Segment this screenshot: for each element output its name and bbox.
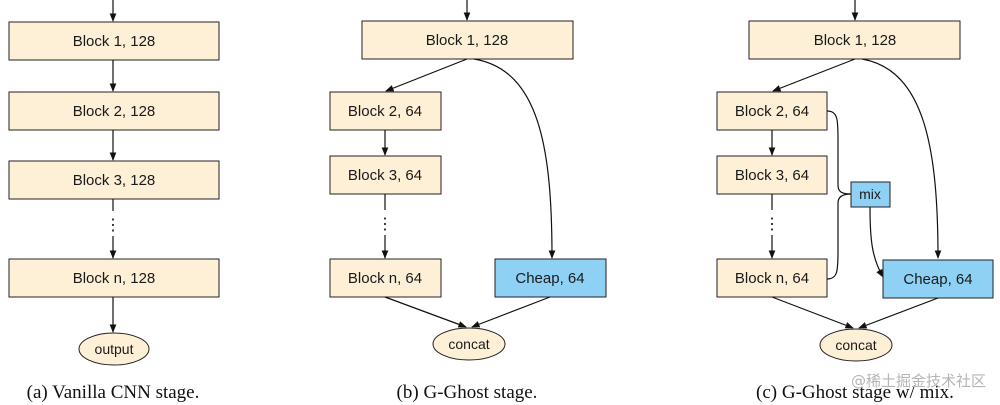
block-1-label: Block 1, 128: [73, 33, 156, 50]
watermark: @稀土掘金技术社区: [851, 372, 986, 390]
concat-label: concat: [835, 337, 876, 353]
block-2: Block 2, 64: [329, 91, 442, 131]
edge-cheap-to-concat: [471, 296, 551, 328]
cheap-label: Cheap, 64: [903, 271, 972, 288]
edge-blockn-to-mix: [826, 193, 852, 280]
concat-label: concat: [448, 336, 489, 352]
block-1-label: Block 1, 128: [814, 32, 897, 49]
caption-b: (b) G-Ghost stage.: [397, 382, 538, 403]
edge-block1-to-block2: [385, 58, 468, 92]
block-2: Block 2, 64: [716, 91, 828, 131]
caption-a: (a) Vanilla CNN stage.: [27, 382, 200, 403]
panel-b-g-ghost: Block 1, 128 Block 2, 64 Block 3, 64 ⋮ B…: [329, 0, 607, 403]
edge-block2-to-mix: [826, 110, 852, 195]
cheap-op: Cheap, 64: [494, 258, 607, 298]
block-2-label: Block 2, 128: [73, 103, 156, 120]
block-3-label: Block 3, 128: [73, 172, 156, 189]
edge-cheap-to-concat: [858, 297, 939, 329]
block-2-label: Block 2, 64: [735, 103, 809, 120]
block-n-label: Block n, 64: [735, 270, 809, 287]
block-n: Block n, 64: [329, 258, 442, 298]
block-3-label: Block 3, 64: [348, 167, 422, 184]
block-n: Block n, 64: [716, 258, 828, 298]
edge-blockn-to-concat: [771, 296, 854, 329]
block-n-label: Block n, 64: [348, 270, 422, 287]
panel-a-vanilla-cnn: Block 1, 128 Block 2, 128 Block 3, 128 ⋮…: [8, 0, 220, 403]
output-label: output: [95, 341, 134, 357]
block-3: Block 3, 64: [716, 155, 828, 195]
concat-node: concat: [432, 327, 506, 361]
edge-block1-to-cheap: [473, 58, 556, 259]
edge-blockn-to-concat: [384, 296, 467, 328]
edge-mix-to-cheap: [869, 206, 884, 278]
block-3: Block 3, 64: [329, 155, 442, 195]
block-1-label: Block 1, 128: [426, 32, 509, 49]
ellipsis: ⋮: [377, 216, 393, 233]
concat-node: concat: [819, 328, 893, 362]
cheap-label: Cheap, 64: [515, 270, 584, 287]
block-3-label: Block 3, 64: [735, 167, 809, 184]
block-1: Block 1, 128: [748, 20, 961, 60]
mix-label: mix: [859, 186, 881, 202]
block-n-label: Block n, 128: [73, 270, 156, 287]
block-n: Block n, 128: [8, 258, 220, 298]
block-2-label: Block 2, 64: [348, 103, 422, 120]
block-3: Block 3, 128: [8, 160, 220, 200]
mix-node: mix: [850, 181, 891, 208]
block-2: Block 2, 128: [8, 91, 220, 131]
panel-c-g-ghost-mix: Block 1, 128 Block 2, 64 Block 3, 64 ⋮ B…: [716, 0, 994, 403]
edge-block1-to-cheap: [861, 58, 942, 259]
edge-block1-to-block2: [772, 58, 856, 92]
output-node: output: [78, 332, 150, 366]
block-1: Block 1, 128: [8, 21, 220, 61]
cheap-op: Cheap, 64: [882, 259, 994, 299]
ellipsis: ⋮: [764, 216, 780, 233]
block-1: Block 1, 128: [361, 20, 574, 60]
ellipsis: ⋮: [105, 217, 121, 234]
caption-c: (c) G-Ghost stage w/ mix.: [756, 382, 954, 403]
